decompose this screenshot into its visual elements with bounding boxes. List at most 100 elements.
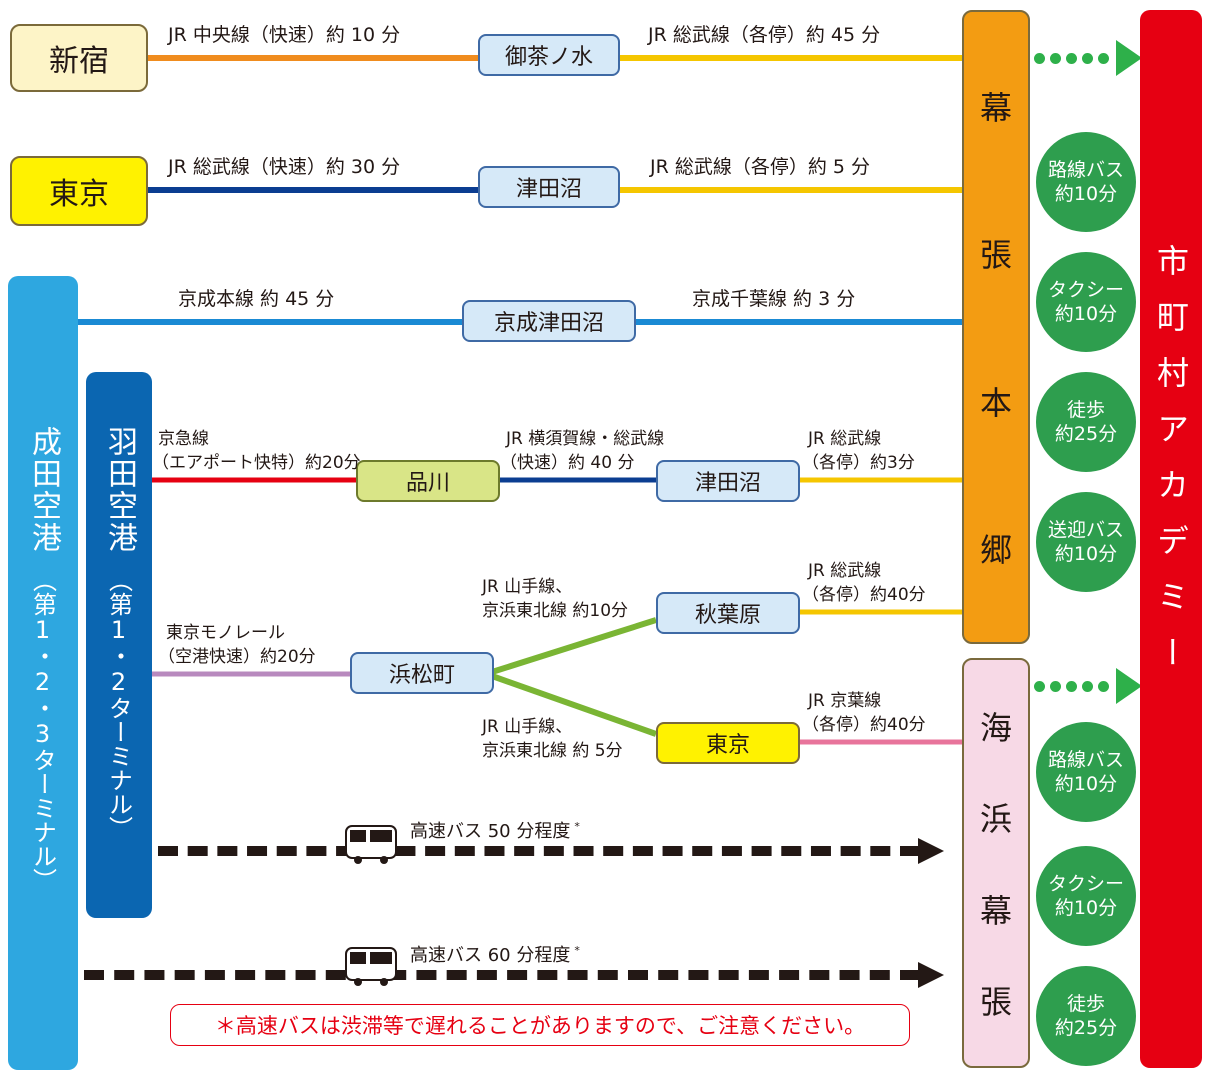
origin-haneda: 羽田空港 （第1・2ターミナル）	[86, 372, 152, 918]
route-label-monorail-2: （空港快速）約20分	[158, 647, 316, 667]
route-label-yamanote5-2: 京浜東北線 約 5分	[482, 741, 623, 761]
bus-route-narita-arrowhead	[918, 962, 944, 988]
origin-narita: 成田空港 （第1・2・3ターミナル）	[8, 276, 78, 1070]
route-label-yamanote10-1: JR 山手線、	[482, 577, 573, 597]
origin-shinjuku-label: 新宿	[49, 44, 109, 79]
bus-label-50-asterisk: *	[574, 820, 580, 833]
origin-shinjuku: 新宿	[10, 24, 148, 92]
station-tsudanuma-2: 津田沼	[656, 460, 800, 502]
station-tsudanuma-1-label: 津田沼	[515, 177, 582, 202]
access-lower-taxi-time: 約10分	[1054, 897, 1118, 919]
station-makuhari-hongo: 幕 張 本 郷	[962, 10, 1030, 644]
makuhari-hongo-char-1: 幕	[979, 88, 1012, 127]
access-lower-taxi: タクシー 約10分	[1036, 846, 1136, 946]
route-label-yokosuka-2: （快速）約 40 分	[500, 453, 635, 473]
access-lower-taxi-mode: タクシー	[1047, 873, 1124, 895]
makuhari-hongo-char-3: 本	[979, 383, 1012, 422]
access-upper-bus-time: 約10分	[1054, 183, 1118, 205]
route-label-keikyu-2: （エアポート快特）約20分	[152, 453, 361, 473]
kaihin-makuhari-char-4: 張	[979, 983, 1012, 1022]
origin-tokyo: 東京	[10, 156, 148, 226]
access-upper-bus-mode: 路線バス	[1047, 159, 1124, 181]
access-upper-shuttle: 送迎バス 約10分	[1036, 492, 1136, 592]
station-ochanomizu: 御茶ノ水	[478, 34, 620, 76]
access-lower-bus: 路線バス 約10分	[1036, 722, 1136, 822]
bus-icon	[345, 825, 397, 864]
access-upper-taxi-time: 約10分	[1054, 303, 1118, 325]
narita-label: 成田空港	[26, 426, 61, 554]
station-tsudanuma-1: 津田沼	[478, 166, 620, 208]
haneda-terminal: （第1・2ターミナル）	[104, 568, 133, 840]
station-tokyo-2-label: 東京	[705, 733, 750, 758]
route-label-keiyo-1: JR 京葉線	[808, 691, 882, 711]
route-label-sobu40-1: JR 総武線	[808, 561, 882, 581]
route-label-sobu-45: JR 総武線（各停）約 45 分	[648, 24, 881, 46]
route-label-yamanote5-1: JR 山手線、	[482, 717, 573, 737]
kaihin-makuhari-char-3: 幕	[979, 891, 1012, 930]
line-yamanote-akihabara	[491, 617, 657, 675]
bus-label-60-asterisk: *	[574, 944, 580, 957]
route-label-keikyu-1: 京急線	[158, 429, 209, 449]
station-keisei-tsudanuma-label: 京成津田沼	[493, 311, 604, 336]
route-label-sobu-rapid-30: JR 総武線（快速）約 30 分	[168, 156, 401, 178]
bus-route-haneda	[158, 846, 920, 856]
route-label-sobu3-2: （各停）約3分	[802, 453, 915, 473]
route-label-sobu-5: JR 総武線（各停）約 5 分	[650, 156, 871, 178]
bus-label-60: 高速バス 60 分程度*	[410, 940, 580, 967]
bus-route-narita	[84, 970, 920, 980]
access-lower-bus-time: 約10分	[1054, 773, 1118, 795]
station-tsudanuma-2-label: 津田沼	[694, 471, 761, 496]
kaihin-makuhari-char-2: 浜	[979, 800, 1012, 839]
destination-academy: 市町村アカデミー	[1140, 10, 1202, 1068]
station-hamamatsucho: 浜松町	[350, 652, 494, 694]
access-lower-walk-mode: 徒歩	[1066, 993, 1105, 1015]
access-upper-taxi: タクシー 約10分	[1036, 252, 1136, 352]
station-akihabara: 秋葉原	[656, 592, 800, 634]
kaihin-makuhari-char-1: 海	[979, 708, 1012, 747]
academy-label: 市町村アカデミー	[1152, 244, 1190, 692]
dot-arrow-upper	[1034, 40, 1142, 76]
dot-arrow-lower	[1034, 668, 1142, 704]
route-label-keiyo-2: （各停）約40分	[802, 715, 926, 735]
bus-label-50: 高速バス 50 分程度*	[410, 816, 580, 843]
origin-tokyo-label: 東京	[49, 177, 109, 212]
access-lower-walk-time: 約25分	[1054, 1017, 1118, 1039]
access-upper-walk-time: 約25分	[1054, 423, 1118, 445]
route-label-sobu40-2: （各停）約40分	[802, 585, 926, 605]
route-label-yokosuka-1: JR 横須賀線・総武線	[506, 429, 665, 449]
makuhari-hongo-char-4: 郷	[979, 531, 1012, 570]
bus-route-haneda-arrowhead	[918, 838, 944, 864]
station-ochanomizu-label: 御茶ノ水	[504, 45, 593, 70]
route-label-sobu3-1: JR 総武線	[808, 429, 882, 449]
route-label-yamanote10-2: 京浜東北線 約10分	[482, 601, 629, 621]
bus-label-60-text: 高速バス 60 分程度	[410, 945, 571, 966]
access-lower-walk: 徒歩 約25分	[1036, 966, 1136, 1066]
station-shinagawa: 品川	[356, 460, 500, 502]
access-upper-shuttle-mode: 送迎バス	[1047, 519, 1124, 541]
access-upper-walk: 徒歩 約25分	[1036, 372, 1136, 472]
line-yamanote-tokyo	[490, 673, 658, 737]
arrow-right-icon	[1116, 668, 1142, 704]
bus-label-50-text: 高速バス 50 分程度	[410, 821, 571, 842]
route-label-monorail-1: 東京モノレール	[166, 623, 285, 643]
station-keisei-tsudanuma: 京成津田沼	[462, 300, 636, 342]
access-upper-bus: 路線バス 約10分	[1036, 132, 1136, 232]
access-lower-bus-mode: 路線バス	[1047, 749, 1124, 771]
narita-terminal: （第1・2・3ターミナル）	[28, 568, 57, 892]
route-label-keisei-chiba: 京成千葉線 約 3 分	[692, 288, 856, 310]
bus-icon	[345, 947, 397, 986]
arrow-right-icon	[1116, 40, 1142, 76]
station-shinagawa-label: 品川	[405, 471, 450, 496]
station-akihabara-label: 秋葉原	[694, 603, 761, 628]
route-label-chuo: JR 中央線（快速）約 10 分	[168, 24, 401, 46]
makuhari-hongo-char-2: 張	[979, 236, 1012, 275]
station-hamamatsucho-label: 浜松町	[388, 663, 455, 688]
haneda-label: 羽田空港	[102, 426, 137, 554]
access-upper-shuttle-time: 約10分	[1054, 543, 1118, 565]
access-upper-taxi-mode: タクシー	[1047, 279, 1124, 301]
route-label-keisei-main: 京成本線 約 45 分	[178, 288, 335, 310]
access-upper-walk-mode: 徒歩	[1066, 399, 1105, 421]
station-tokyo-2: 東京	[656, 722, 800, 764]
